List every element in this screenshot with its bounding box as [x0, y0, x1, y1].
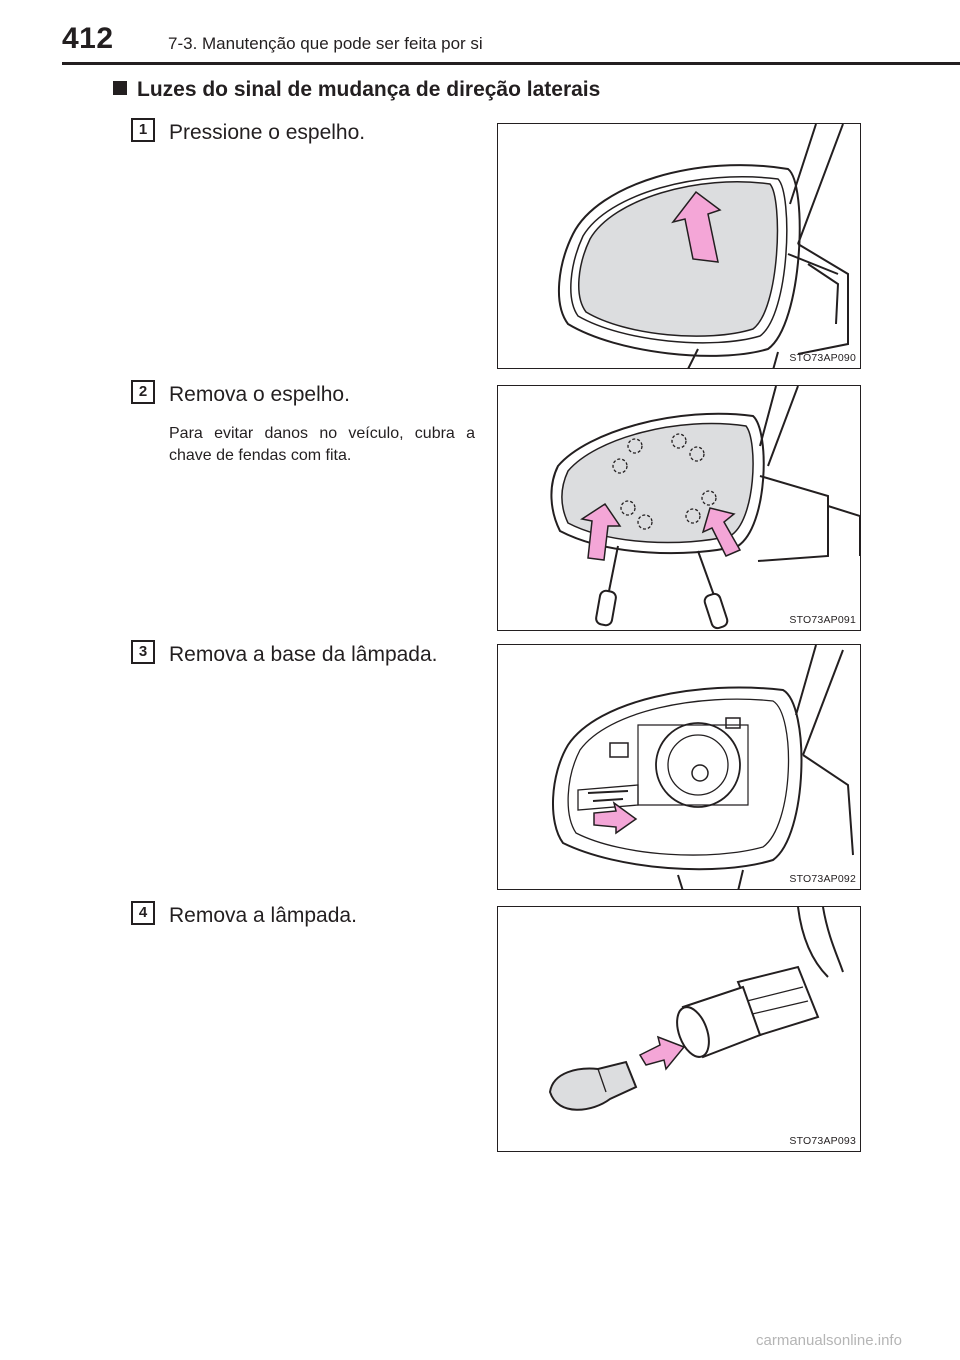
- step-4-text: Remova a lâmpada.: [169, 904, 357, 927]
- header-rule: [62, 62, 960, 65]
- pry-arrow-icon: [701, 507, 742, 557]
- figure-step-1: STO73AP090: [497, 123, 861, 369]
- chapter-title: 7-3. Manutenção que pode ser feita por s…: [168, 34, 483, 53]
- step-badge-3: 3: [131, 640, 155, 664]
- pry-arrow-icon: [580, 502, 622, 561]
- press-arrow-icon: [671, 190, 722, 263]
- step-1-text: Pressione o espelho.: [169, 121, 366, 144]
- pull-arrow-icon: [593, 801, 638, 835]
- figure-step-3: STO73AP092: [497, 644, 861, 890]
- square-bullet-icon: [113, 81, 127, 95]
- figure-code-1: STO73AP090: [789, 352, 856, 364]
- watermark: carmanualsonline.info: [756, 1332, 902, 1349]
- figure-step-2: STO73AP091: [497, 385, 861, 631]
- figure-code-3: STO73AP092: [789, 873, 856, 885]
- page-header: 412 7-3. Manutenção que pode ser feita p…: [0, 0, 960, 65]
- figure-step-4: STO73AP093: [497, 906, 861, 1152]
- step-badge-4: 4: [131, 901, 155, 925]
- step-badge-2: 2: [131, 380, 155, 404]
- pull-arrow-icon: [638, 1035, 686, 1071]
- section-title: Luzes do sinal de mudança de direção lat…: [113, 78, 600, 102]
- step-badge-1: 1: [131, 118, 155, 142]
- bulb-removal-illustration: [548, 907, 844, 1111]
- bulb-base-illustration: [551, 645, 854, 889]
- step-2-note: Para evitar danos no veículo, cubra a ch…: [169, 425, 475, 464]
- mirror-press-illustration: [557, 124, 849, 368]
- figure-code-2: STO73AP091: [789, 614, 856, 626]
- mirror-removal-illustration: [550, 386, 860, 630]
- figure-code-4: STO73AP093: [789, 1135, 856, 1147]
- page-number: 412: [62, 22, 114, 55]
- step-3-text: Remova a base da lâmpada.: [169, 643, 438, 666]
- step-2-text: Remova o espelho.: [169, 383, 350, 406]
- section-title-text: Luzes do sinal de mudança de direção lat…: [137, 78, 601, 101]
